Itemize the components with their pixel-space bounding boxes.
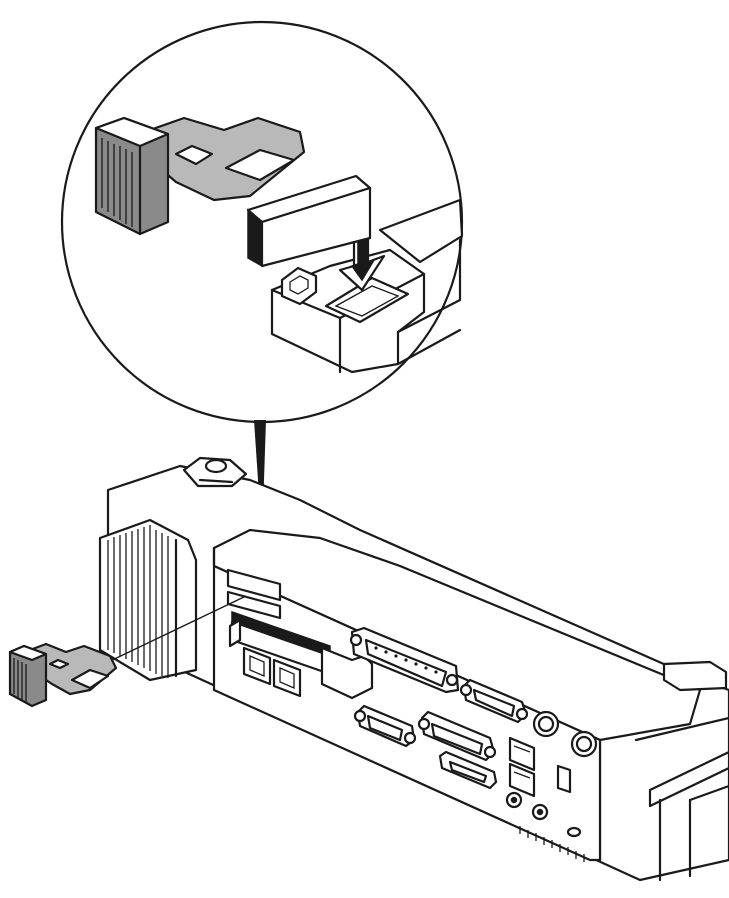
heat-sink [98,518,198,682]
port-replicator-base [98,456,729,882]
slot-block-detail [270,198,464,374]
dvi-port [417,710,497,762]
security-lock-clip-detached [8,595,247,708]
usb-ports [508,736,572,798]
serial-port [353,704,417,748]
lock-knob [182,456,248,488]
detail-magnifier [60,20,464,540]
vga-port-upper [459,678,529,724]
parallel-port [349,626,460,694]
indicator-led [566,826,582,838]
card-slot-area [226,568,332,676]
audio-jacks [505,791,549,821]
guide-line [103,595,247,665]
security-lock-clip-magnified [94,116,306,236]
right-side-features [634,660,729,882]
rj-jacks [242,646,302,698]
ps2-ports [532,710,598,758]
vent-slots [519,826,585,862]
dc-connector [320,646,374,700]
clip-strip-detail [246,174,372,268]
mini-port [438,750,498,790]
